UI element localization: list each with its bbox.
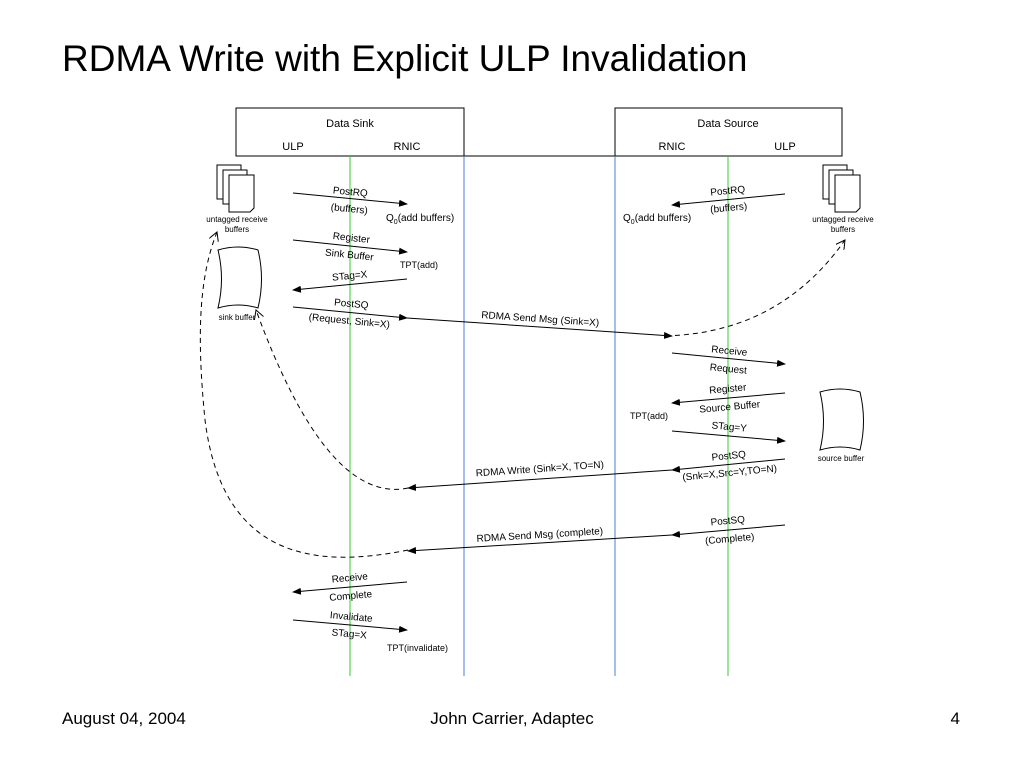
source-post-sq-write-label-line1: PostSQ xyxy=(711,449,747,463)
source-post-sq-write-label-line2: (Snk=X,Src=Y,TO=N) xyxy=(682,463,778,483)
source-register-label-line1: Register xyxy=(709,382,748,396)
sink-tpt-add-label: TPT(add) xyxy=(400,260,438,270)
source-post-rq-label-line1: PostRQ xyxy=(710,184,746,198)
source-register-label-line2: Source Buffer xyxy=(699,399,761,415)
footer-author: John Carrier, Adaptec xyxy=(430,709,594,728)
sink-post-rq-label-line1: PostRQ xyxy=(332,185,368,199)
source-buffer-icon xyxy=(819,388,864,451)
source-q0-label: Q0(add buffers) xyxy=(623,213,691,226)
source-rnic-label: RNIC xyxy=(659,141,686,153)
sink-untagged-buffers-icon xyxy=(216,164,255,213)
invalidate-label-line2: STag=X xyxy=(331,627,367,641)
receive-complete-label-line2: Complete xyxy=(329,589,373,604)
sink-register-label-line1: Register xyxy=(332,231,371,246)
invalidate-label-line1: Invalidate xyxy=(329,610,373,625)
source-buffer-label: source buffer xyxy=(818,454,865,463)
source-tpt-add-label: TPT(add) xyxy=(630,411,668,421)
complete-to-sink-buffers-curve xyxy=(199,232,409,558)
source-post-sq-complete-label-line1: PostSQ xyxy=(710,515,746,529)
receive-complete-label-line1: Receive xyxy=(331,571,368,585)
footer-page-number: 4 xyxy=(950,709,960,728)
sink-ulp-label: ULP xyxy=(282,141,303,153)
sink-register-arrow xyxy=(292,239,408,255)
sink-rnic-label: RNIC xyxy=(394,141,421,153)
source-post-sq-complete-arrow xyxy=(671,524,786,538)
source-post-sq-write-arrow xyxy=(671,458,786,473)
page-title: RDMA Write with Explicit ULP Invalidatio… xyxy=(62,38,748,79)
source-post-rq-label-line2: (buffers) xyxy=(710,201,748,216)
sink-register-label-line2: Sink Buffer xyxy=(324,247,374,263)
stag-x-return-arrow xyxy=(292,278,408,293)
receive-to-source-buffers-curve xyxy=(665,240,845,337)
source-ulp-label: ULP xyxy=(774,141,795,153)
source-untagged-buffers-icon xyxy=(822,164,861,213)
sink-untagged-label-line2: buffers xyxy=(225,225,249,234)
stag-y-return-arrow xyxy=(671,430,786,444)
source-post-sq-complete-label-line2: (Complete) xyxy=(705,532,755,547)
stag-y-label: STag=Y xyxy=(711,420,747,434)
source-register-arrow xyxy=(671,392,786,406)
data-source-header: Data Source RNIC ULP xyxy=(614,107,843,157)
sink-q0-label: Q0(add buffers) xyxy=(386,213,454,226)
write-to-sink-buffer-curve xyxy=(256,310,409,490)
receive-request-label-line2: Request xyxy=(709,362,747,377)
data-source-title: Data Source xyxy=(697,118,758,130)
rdma-write-arrow xyxy=(407,469,673,491)
sink-untagged-label-line1: untagged receive xyxy=(206,215,268,224)
source-post-rq-arrow xyxy=(671,193,786,208)
receive-request-arrow xyxy=(671,352,786,367)
sink-buffer-icon xyxy=(217,246,262,309)
sink-buffer-label: sink buffer xyxy=(219,313,256,322)
receive-request-label-line1: Receive xyxy=(711,344,748,358)
footer-date: August 04, 2004 xyxy=(62,709,186,728)
data-sink-title: Data Sink xyxy=(326,118,374,130)
receive-complete-arrow xyxy=(292,581,408,595)
rdma-send-request-label: RDMA Send Msg (Sink=X) xyxy=(481,310,600,329)
sink-post-rq-arrow xyxy=(292,192,408,207)
data-sink-header: Data Sink ULP RNIC xyxy=(235,107,465,157)
source-untagged-label-line2: buffers xyxy=(831,225,855,234)
invalidate-arrow xyxy=(292,619,408,633)
rdma-send-request-arrow xyxy=(406,317,673,339)
tpt-invalidate-label: TPT(invalidate) xyxy=(387,643,448,653)
sink-post-sq-label-line1: PostSQ xyxy=(334,297,370,311)
rdma-send-complete-arrow xyxy=(407,534,673,555)
sink-post-sq-arrow xyxy=(292,306,408,321)
stag-x-label: STag=X xyxy=(332,269,369,283)
rdma-send-complete-label: RDMA Send Msg (complete) xyxy=(476,526,603,545)
source-untagged-label-line1: untagged receive xyxy=(812,215,874,224)
sink-post-rq-label-line2: (buffers) xyxy=(330,202,368,217)
